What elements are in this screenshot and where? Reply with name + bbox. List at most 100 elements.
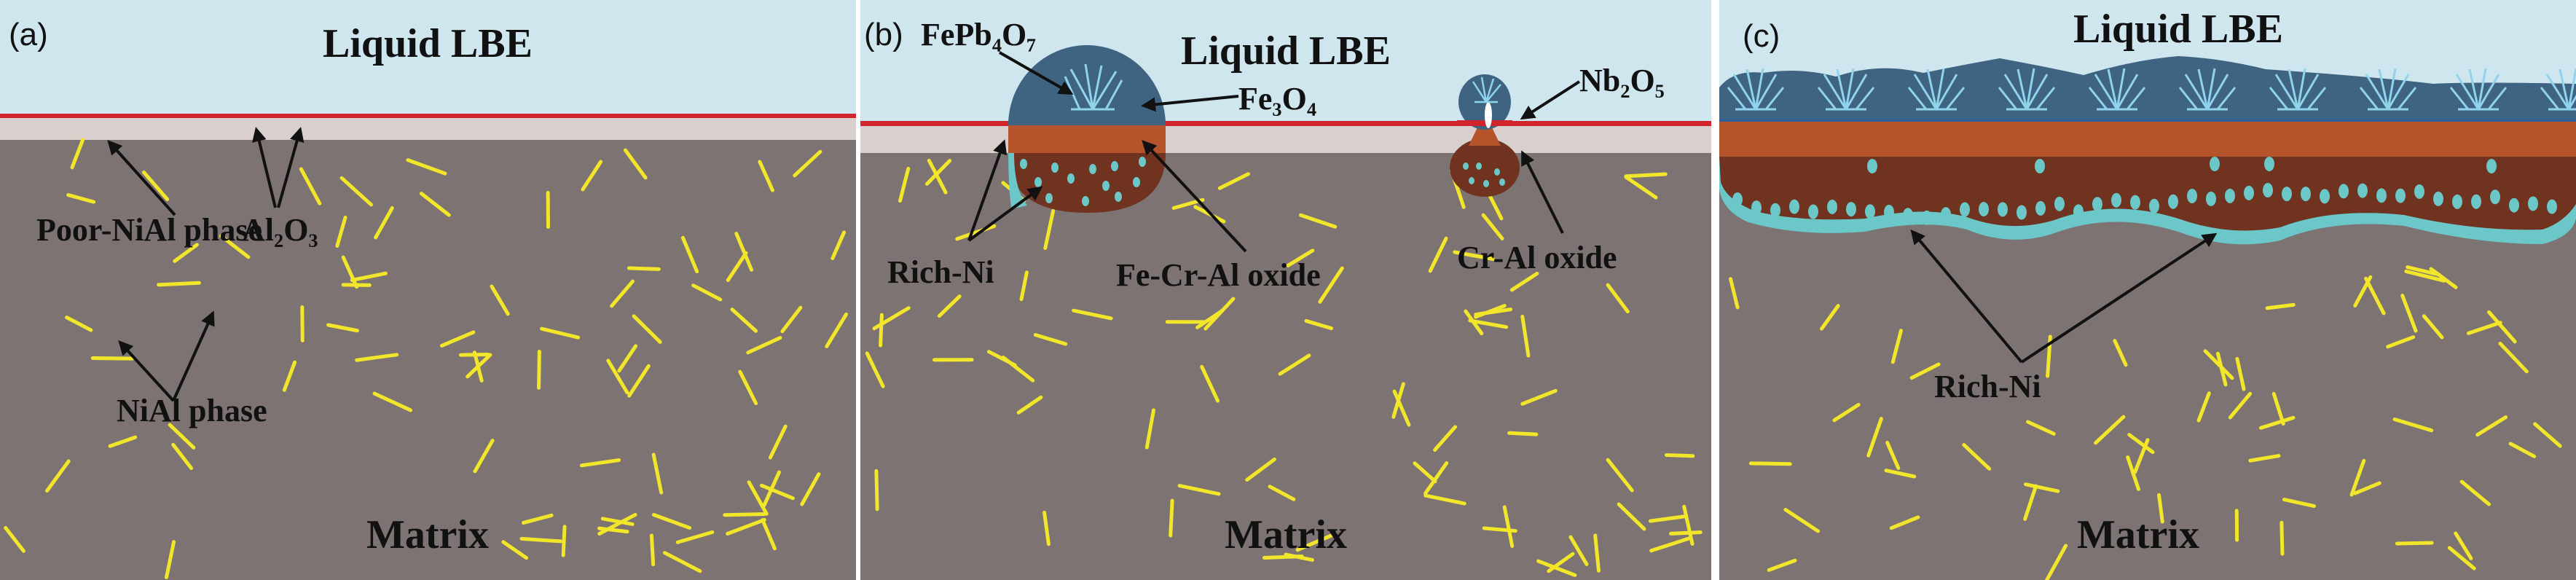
nial-needle: [350, 271, 388, 282]
nial-needle: [738, 369, 758, 405]
nial-needle: [2395, 541, 2434, 546]
nial-needle: [2364, 276, 2386, 316]
nial-needle: [761, 518, 777, 551]
arrow: [118, 340, 175, 402]
nial-needles: [865, 158, 1703, 577]
rich-ni-label: Rich-Ni: [887, 254, 994, 290]
rich-ni-particle: [2168, 194, 2178, 209]
fe-cr-al-oxide-band: [1008, 124, 1166, 153]
panel-divider: [1711, 0, 1719, 580]
nial-needle: [439, 330, 476, 348]
panel-divider: [856, 0, 860, 580]
rich-ni-particle: [2149, 198, 2159, 213]
nial-needle: [2404, 269, 2446, 283]
nial-needle: [651, 452, 664, 495]
rich-ni-precipitates: [1732, 157, 2557, 225]
nial-needle: [501, 540, 529, 560]
nial-needle: [2265, 302, 2296, 310]
rich-ni-particle: [2357, 183, 2368, 198]
rich-ni-particle: [1903, 208, 1913, 223]
nial-needle: [879, 313, 884, 348]
rich-ni-particle: [2035, 159, 2045, 173]
rich-ni-particle: [2263, 183, 2273, 198]
nial-needle: [581, 160, 603, 192]
nial-needle: [1832, 402, 1861, 423]
panel-tag: (b): [864, 17, 903, 52]
nial-needle: [2271, 391, 2285, 426]
nial-needle: [597, 512, 637, 536]
crystal-cluster: [1727, 68, 1785, 111]
nial-needle: [1453, 250, 1495, 262]
nial-needle: [825, 312, 849, 348]
nial-needle: [1624, 172, 1668, 179]
nial-needle: [219, 234, 251, 259]
nial-needle: [1169, 498, 1174, 538]
fepb4o7-label: FePb₄O₇: [921, 17, 1036, 52]
nial-needle: [1624, 175, 1658, 200]
nial-needle: [1424, 461, 1449, 495]
nial-needle: [610, 279, 635, 308]
nial-needle: [419, 192, 451, 217]
nial-needle: [2023, 484, 2038, 521]
nial-needle: [1042, 510, 1051, 546]
rich-ni-label: Rich-Ni: [1934, 369, 2041, 404]
liquid-lbe-label: Liquid LBE: [323, 21, 533, 66]
nial-needle: [1820, 304, 1840, 331]
nial-needle: [1866, 417, 1883, 458]
arrow: [1142, 140, 1247, 253]
nial-needle: [1606, 283, 1630, 314]
nial-needle: [1144, 408, 1155, 450]
nial-needle: [691, 283, 723, 302]
nial-needle: [2258, 415, 2296, 430]
rich-ni-particle: [1960, 202, 1970, 217]
nial-needle: [171, 442, 194, 471]
nial-needle: [1245, 457, 1276, 482]
nial-needle: [1304, 318, 1334, 331]
nial-needle: [2157, 493, 2164, 524]
fe-cr-al-oxide-band: [1719, 122, 2576, 157]
nial-needle: [1648, 514, 1688, 523]
nial-needle: [2349, 458, 2366, 497]
nial-needle: [662, 551, 702, 573]
nial-needle: [627, 364, 651, 398]
nial-needle: [2133, 438, 2150, 474]
nial-needle: [1033, 333, 1068, 346]
nb2o5-label: Nb₂O₅: [1579, 63, 1665, 98]
nial-needle: [723, 512, 767, 517]
rich-ni-particle: [1808, 204, 1818, 219]
nial-needle: [1428, 236, 1448, 273]
nial-needle: [1284, 552, 1314, 562]
arrow: [172, 310, 215, 401]
nial-needle: [406, 158, 447, 176]
rich-ni-particle: [1998, 202, 2008, 217]
nial-needle: [1748, 461, 1792, 466]
nial-needle: [142, 170, 170, 201]
fe3o4-label: Fe₃O₄: [1238, 81, 1316, 117]
panel-tag: (a): [9, 17, 48, 52]
nial-needle: [1962, 443, 1992, 471]
rich-ni-particle: [1789, 199, 1799, 214]
al2o3-layer: [0, 114, 856, 118]
rich-ni-particle: [2206, 191, 2216, 206]
nial-needle: [1885, 440, 1901, 470]
nial-needle: [606, 358, 629, 395]
nial-needle: [793, 149, 822, 178]
nial-needle: [2215, 351, 2228, 387]
rich-ni-particle: [2376, 188, 2387, 203]
rich-ni-particle: [1922, 210, 1932, 225]
nial-needle: [537, 349, 541, 390]
nial-needle: [865, 351, 885, 388]
nial-needle: [1536, 559, 1577, 577]
cr-al-oxide-label: Cr-Al oxide: [1457, 240, 1617, 275]
rich-ni-particle: [1941, 207, 1951, 222]
nial-needle: [1502, 505, 1515, 549]
rich-ni-particle: [1867, 159, 1877, 173]
nial-needle: [1617, 502, 1646, 531]
rich-ni-particle: [2130, 195, 2140, 210]
rich-ni-particle: [2225, 188, 2235, 203]
nial-needle: [2113, 339, 2128, 367]
nial-needle: [65, 316, 93, 332]
rich-ni-particle: [2054, 196, 2065, 211]
crystal-cluster: [1998, 68, 2056, 111]
nial-needle: [1520, 315, 1531, 358]
